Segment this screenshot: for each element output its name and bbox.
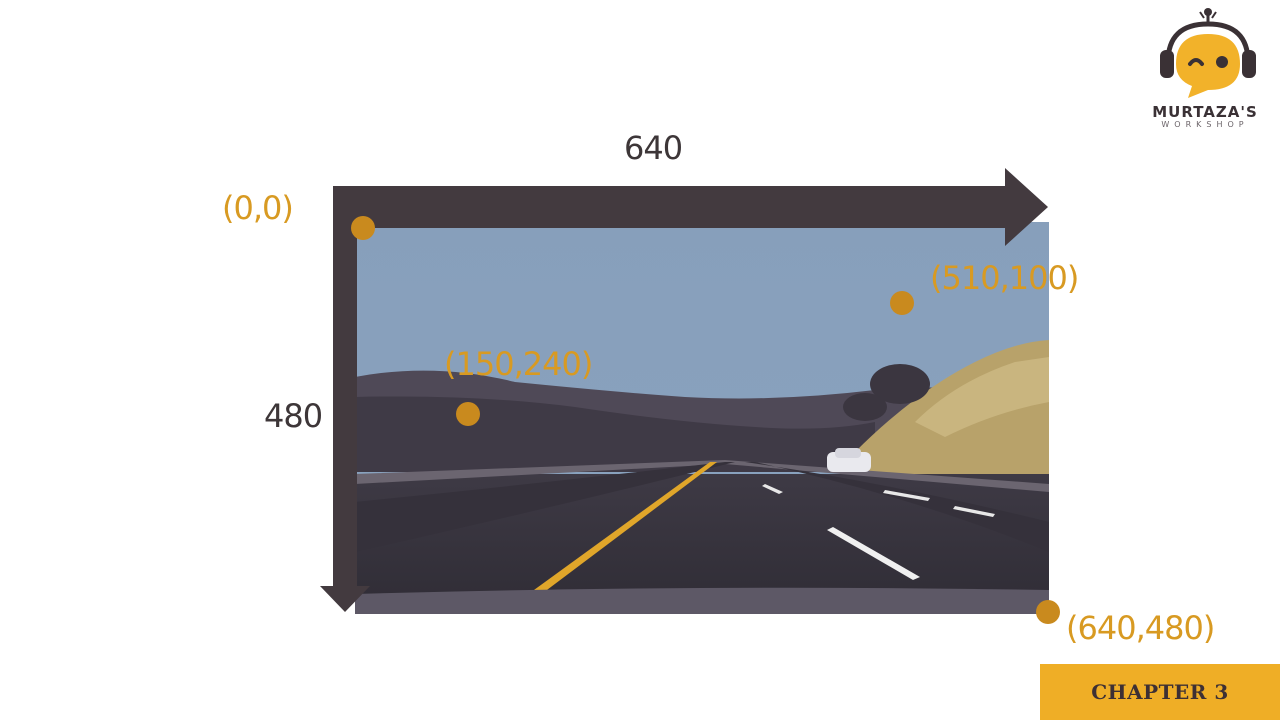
chapter-badge: CHAPTER 3 — [1040, 664, 1280, 720]
y-axis-arrow — [333, 186, 357, 586]
point-510-100-label: (510,100) — [930, 259, 1079, 297]
logo-name: MURTAZA'S — [1152, 103, 1258, 121]
road-image — [355, 222, 1049, 614]
width-label: 640 — [624, 129, 683, 167]
point-150-240-label: (150,240) — [444, 345, 593, 383]
point-510-100 — [890, 291, 914, 315]
murtazas-workshop-logo: MURTAZA'S WORKSHOP — [1140, 6, 1270, 130]
point-150-240 — [456, 402, 480, 426]
corner-point-640-480-label: (640,480) — [1066, 609, 1215, 647]
logo-subtitle: WORKSHOP — [1161, 120, 1249, 129]
chapter-label: CHAPTER 3 — [1091, 680, 1229, 704]
height-label: 480 — [264, 397, 323, 435]
corner-point-640-480 — [1036, 600, 1060, 624]
origin-point — [351, 216, 375, 240]
origin-label: (0,0) — [222, 189, 294, 227]
robot-logo-icon — [1160, 8, 1256, 98]
